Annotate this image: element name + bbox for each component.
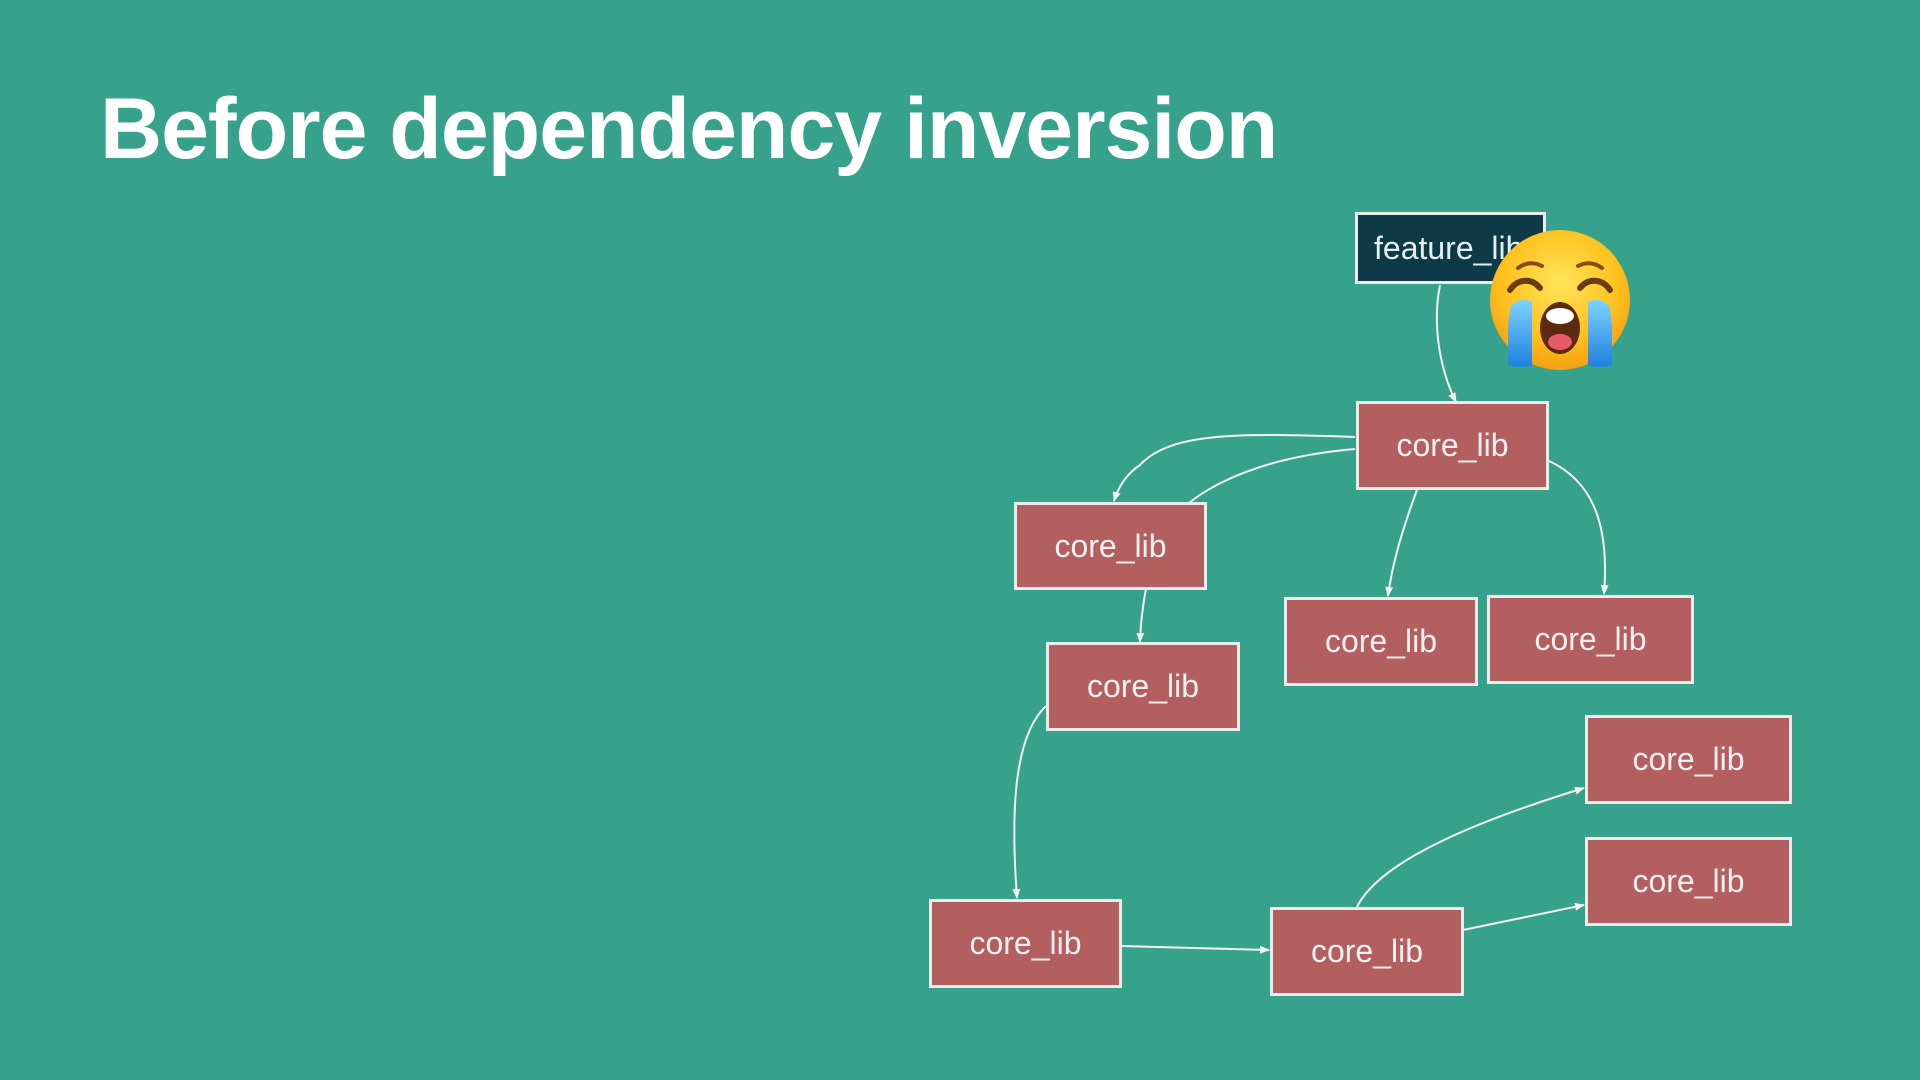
node-core-lib-left[interactable]: core_lib xyxy=(1014,502,1207,590)
node-core-lib-right-a[interactable]: core_lib xyxy=(1585,715,1792,804)
edge-core-center-to-core-bottom-left xyxy=(1012,705,1047,899)
node-core-lib-right-b[interactable]: core_lib xyxy=(1585,837,1792,926)
node-label: core_lib xyxy=(1534,621,1647,657)
edge-core-top-to-core-mid-a xyxy=(1385,489,1418,597)
edge-core-bottom-mid-to-core-right-b xyxy=(1462,902,1585,931)
edge-core-top-to-core-left xyxy=(1112,434,1356,502)
node-label: feature_lib xyxy=(1374,229,1524,266)
node-core-lib-mid-b[interactable]: core_lib xyxy=(1487,595,1694,684)
node-core-lib-center[interactable]: core_lib xyxy=(1046,642,1240,731)
edge-core-bottom-mid-to-core-right-a xyxy=(1356,786,1585,908)
node-label: core_lib xyxy=(1632,863,1745,899)
loudly-crying-face-icon xyxy=(1490,230,1630,370)
node-label: core_lib xyxy=(1324,623,1438,659)
node-label: core_lib xyxy=(1396,427,1509,463)
node-label: core_lib xyxy=(969,925,1082,961)
node-core-lib-bottom-mid[interactable]: core_lib xyxy=(1270,907,1464,996)
edge-feature-to-core-top xyxy=(1435,284,1457,403)
edge-core-top-to-core-mid-b xyxy=(1548,460,1609,595)
node-core-lib-bottom-left[interactable]: core_lib xyxy=(929,899,1122,988)
node-core-lib-mid-a[interactable]: core_lib xyxy=(1284,597,1478,686)
slide-title: Before dependency inversion xyxy=(100,81,1278,177)
node-label: core_lib xyxy=(1054,527,1167,564)
edge-core-bottom-left-to-core-bottom-mid xyxy=(1120,945,1270,954)
node-label: core_lib xyxy=(1086,668,1200,704)
node-label: core_lib xyxy=(1310,933,1424,969)
node-core-lib-top[interactable]: core_lib xyxy=(1356,401,1549,490)
node-label: core_lib xyxy=(1632,741,1745,777)
